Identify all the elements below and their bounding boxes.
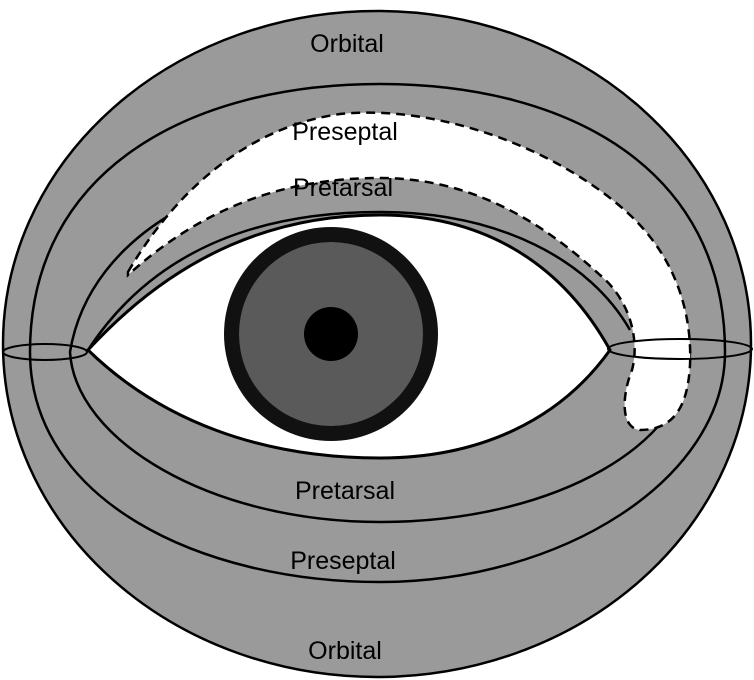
lid-fold <box>86 210 632 351</box>
label-orbital-bottom: Orbital <box>308 637 382 665</box>
preseptal-septum-region <box>126 111 692 432</box>
medial-canthus <box>2 343 88 361</box>
label-orbital-top: Orbital <box>310 30 384 58</box>
label-preseptal-top: Preseptal <box>292 118 398 146</box>
label-pretarsal-top: Pretarsal <box>293 174 393 202</box>
preseptal-boundary <box>28 82 727 584</box>
pupil <box>304 307 358 361</box>
label-pretarsal-bottom: Pretarsal <box>295 477 395 505</box>
label-preseptal-bottom: Preseptal <box>290 547 396 575</box>
lateral-canthus <box>607 338 753 360</box>
